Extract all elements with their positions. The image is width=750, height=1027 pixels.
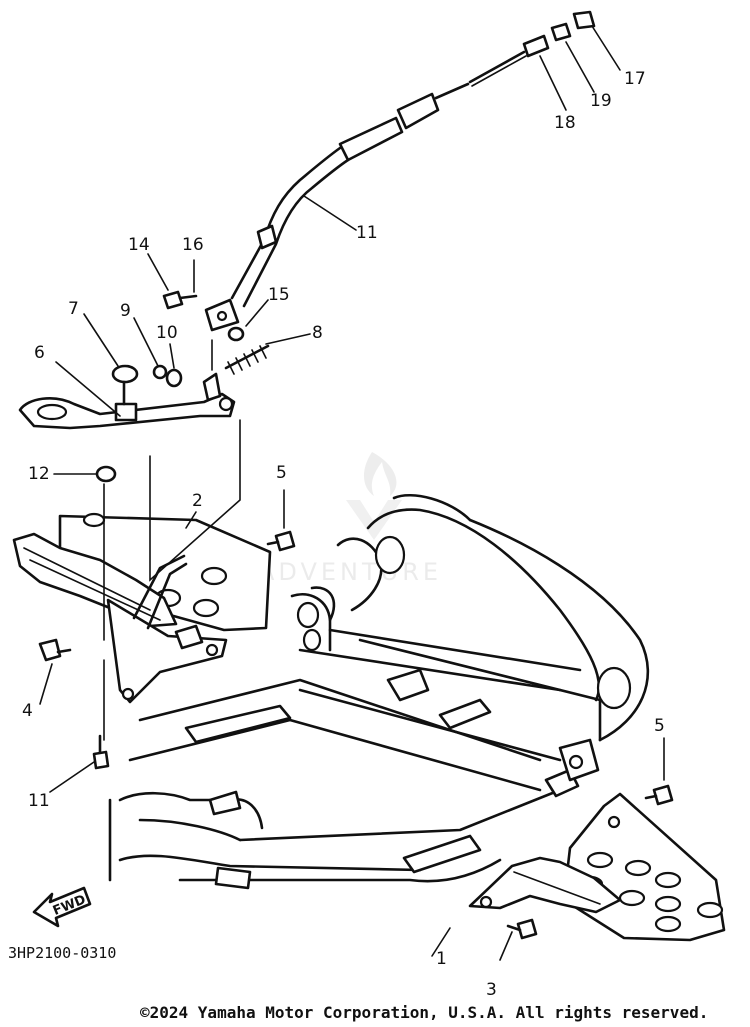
pin-14 — [162, 290, 184, 310]
callout-10: 10 — [156, 323, 178, 343]
fwd-arrow: FWD — [32, 886, 92, 928]
frame — [108, 493, 650, 890]
callout-8: 8 — [312, 323, 323, 343]
callout-1: 1 — [436, 949, 447, 969]
brake-cable — [204, 10, 596, 332]
callout-11-lower: 11 — [28, 791, 50, 811]
footrest-plate-right — [468, 792, 726, 942]
footrest-plate-left — [12, 512, 272, 704]
washer-10 — [165, 368, 183, 388]
leader-lines — [39, 25, 665, 961]
bolt-11-lower — [92, 750, 110, 770]
bolt-4 — [38, 638, 62, 662]
bolt-5-left — [274, 530, 296, 552]
callout-4: 4 — [22, 701, 33, 721]
callout-7: 7 — [68, 299, 79, 319]
callout-14: 14 — [128, 235, 150, 255]
callout-5-right: 5 — [654, 716, 665, 736]
callout-9: 9 — [120, 301, 131, 321]
callout-2: 2 — [192, 491, 203, 511]
copyright-notice: ©2024 Yamaha Motor Corporation, U.S.A. A… — [140, 1003, 708, 1022]
bolt-5-right — [652, 784, 674, 806]
callout-5-left: 5 — [276, 463, 287, 483]
callouts: 1 2 3 4 5 5 6 7 8 9 10 11 11 12 14 15 16… — [22, 69, 665, 1000]
callout-16: 16 — [182, 235, 204, 255]
bolt-3 — [516, 918, 538, 940]
callout-6: 6 — [34, 343, 45, 363]
nut-12 — [95, 465, 117, 483]
callout-18: 18 — [554, 113, 576, 133]
clip-9 — [152, 364, 168, 380]
callout-12: 12 — [28, 464, 50, 484]
watermark-logo: ADVENTURE — [258, 452, 442, 586]
drawing-code: 3HP2100-0310 — [8, 944, 116, 962]
brake-pedal — [18, 364, 236, 430]
callout-3: 3 — [486, 980, 497, 1000]
callout-11-upper: 11 — [356, 223, 378, 243]
watermark-text: ADVENTURE — [258, 558, 442, 586]
washer-15 — [227, 326, 245, 342]
callout-19: 19 — [590, 91, 612, 111]
callout-15: 15 — [268, 285, 290, 305]
callout-17: 17 — [624, 69, 646, 89]
